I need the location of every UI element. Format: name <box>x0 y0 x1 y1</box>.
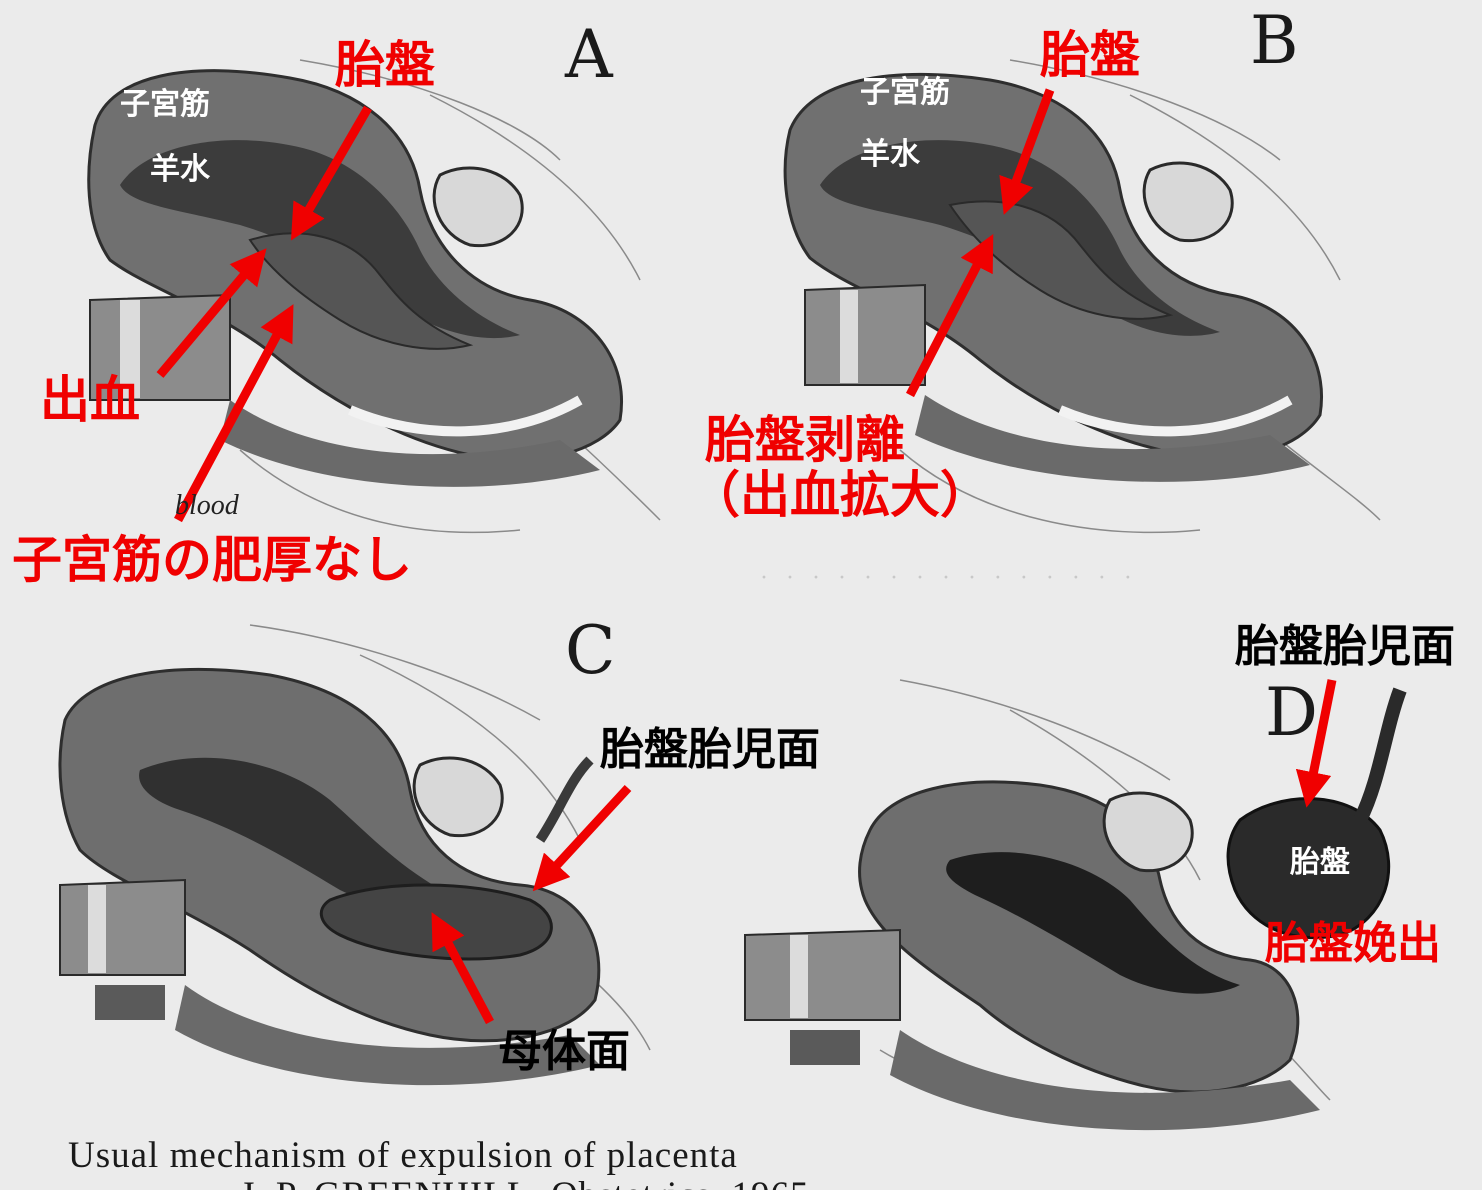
panel-b-letter: B <box>1250 8 1299 74</box>
panel-a-letter: A <box>565 22 613 88</box>
panel-a-placenta-label: 胎盤 <box>335 40 435 90</box>
panel-a-bladder <box>434 168 522 246</box>
panel-a-no-thickening-label: 子宮筋の肥厚なし <box>12 535 412 585</box>
panel-c-rectum-band <box>88 885 106 973</box>
panel-a-blood-label: blood <box>175 490 239 522</box>
panel-c-rectum <box>60 880 185 975</box>
panel-a-hemorrhage-label: 出血 <box>40 375 140 425</box>
panel-b-abruption-sub-label: （出血拡大） <box>690 470 990 520</box>
panel-d-cord <box>1360 690 1400 820</box>
panel-d-rectum-band <box>790 935 808 1018</box>
panel-b-myometrium-label: 子宮筋 <box>860 78 950 108</box>
panel-d-small-blob <box>790 1030 860 1065</box>
caption-title: Usual mechanism of expulsion of placenta <box>68 1134 738 1177</box>
panel-c-cord <box>540 760 590 840</box>
panel-c-fetal-surface-label: 胎盤胎児面 <box>600 728 820 772</box>
panel-d-letter: D <box>1265 680 1318 746</box>
panel-c-letter: C <box>565 618 616 684</box>
panel-b-faint-ghost-text: · · · · · · · · · · · · · · · <box>760 565 1138 591</box>
panel-a-amniotic-label: 羊水 <box>150 155 210 185</box>
panel-c-maternal-surface-label: 母体面 <box>498 1030 630 1074</box>
panel-c-small-blob <box>95 985 165 1020</box>
panel-b-rectum-band <box>840 290 858 383</box>
panel-b-amniotic-label: 羊水 <box>860 140 920 170</box>
panel-d-delivery-label: 胎盤娩出 <box>1265 922 1441 966</box>
panel-d-fetal-surface-label: 胎盤胎児面 <box>1235 625 1455 669</box>
panel-b-placenta-label: 胎盤 <box>1040 30 1140 80</box>
panel-d-rectum <box>745 930 900 1020</box>
caption-source: J. P. GREENHILL, Obstetrics, 1965 <box>240 1174 809 1190</box>
panel-b-rectum <box>805 285 925 385</box>
panel-b-abruption-label: 胎盤剥離 <box>705 415 905 465</box>
panel-a-illustration <box>89 60 660 532</box>
panel-b-bladder <box>1144 163 1232 241</box>
panel-c-bladder <box>414 758 502 836</box>
panel-d-placenta-label: 胎盤 <box>1290 848 1350 878</box>
panel-a-myometrium-label: 子宮筋 <box>120 90 210 120</box>
